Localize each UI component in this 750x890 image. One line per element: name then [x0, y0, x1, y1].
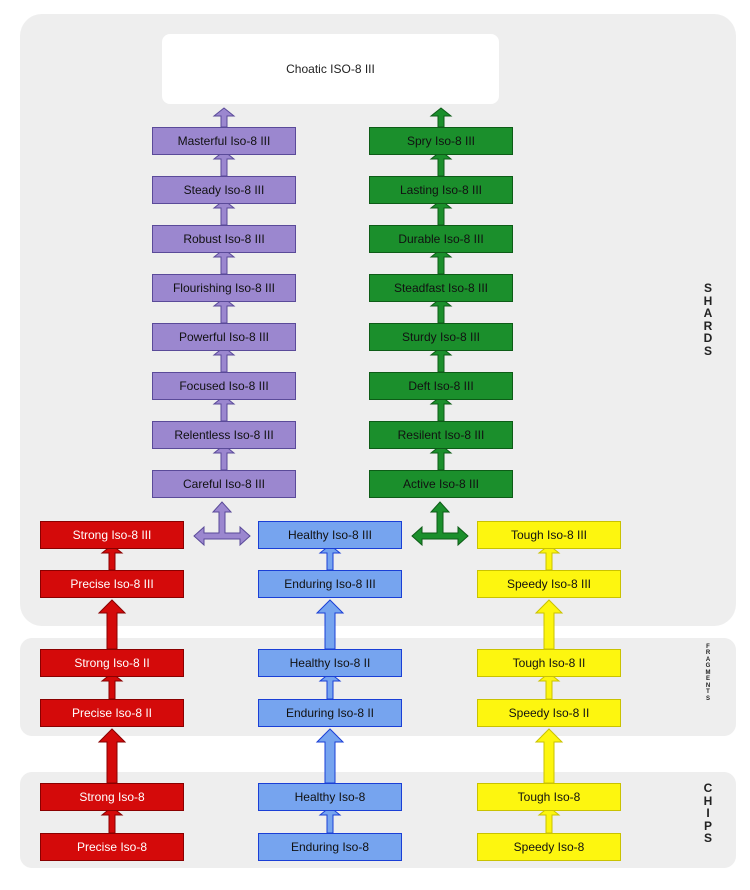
node-enduring-iso-8-iii: Enduring Iso-8 III — [258, 570, 402, 598]
node-sturdy-iso-8-iii: Sturdy Iso-8 III — [369, 323, 513, 351]
node-strong-iso-8-ii: Strong Iso-8 II — [40, 649, 184, 677]
node-steady-iso-8-iii: Steady Iso-8 III — [152, 176, 296, 204]
arrow-tier-blue-chips-to-fragments — [315, 728, 345, 784]
node-healthy-iso-8: Healthy Iso-8 — [258, 783, 402, 811]
arrow-tier-yellow-fragments-to-shards — [534, 599, 564, 650]
top-node-choatic: Choatic ISO-8 III — [162, 34, 499, 104]
node-active-iso-8-iii: Active Iso-8 III — [369, 470, 513, 498]
arrow-tier-blue-fragments-to-shards — [315, 599, 345, 650]
node-relentless-iso-8-iii: Relentless Iso-8 III — [152, 421, 296, 449]
arrow-tier-red-chips-to-fragments — [97, 728, 127, 784]
node-tough-iso-8: Tough Iso-8 — [477, 783, 621, 811]
node-healthy-iso-8-iii: Healthy Iso-8 III — [258, 521, 402, 549]
node-tough-iso-8-iii: Tough Iso-8 III — [477, 521, 621, 549]
node-focused-iso-8-iii: Focused Iso-8 III — [152, 372, 296, 400]
node-enduring-iso-8: Enduring Iso-8 — [258, 833, 402, 861]
node-healthy-iso-8-ii: Healthy Iso-8 II — [258, 649, 402, 677]
node-strong-iso-8-iii: Strong Iso-8 III — [40, 521, 184, 549]
node-speedy-iso-8: Speedy Iso-8 — [477, 833, 621, 861]
node-speedy-iso-8-iii: Speedy Iso-8 III — [477, 570, 621, 598]
node-enduring-iso-8-ii: Enduring Iso-8 II — [258, 699, 402, 727]
node-resilent-iso-8-iii: Resilent Iso-8 III — [369, 421, 513, 449]
node-precise-iso-8: Precise Iso-8 — [40, 833, 184, 861]
node-precise-iso-8-ii: Precise Iso-8 II — [40, 699, 184, 727]
node-speedy-iso-8-ii: Speedy Iso-8 II — [477, 699, 621, 727]
arrow-split-purple — [193, 501, 251, 547]
node-deft-iso-8-iii: Deft Iso-8 III — [369, 372, 513, 400]
node-spry-iso-8-iii: Spry Iso-8 III — [369, 127, 513, 155]
node-steadfast-iso-8-iii: Steadfast Iso-8 III — [369, 274, 513, 302]
arrow-up-purple-top — [212, 107, 236, 128]
arrow-tier-red-fragments-to-shards — [97, 599, 127, 650]
node-tough-iso-8-ii: Tough Iso-8 II — [477, 649, 621, 677]
node-masterful-iso-8-iii: Masterful Iso-8 III — [152, 127, 296, 155]
arrow-up-green-top — [429, 107, 453, 128]
node-powerful-iso-8-iii: Powerful Iso-8 III — [152, 323, 296, 351]
node-careful-iso-8-iii: Careful Iso-8 III — [152, 470, 296, 498]
arrow-split-green — [411, 501, 469, 547]
node-durable-iso-8-iii: Durable Iso-8 III — [369, 225, 513, 253]
node-lasting-iso-8-iii: Lasting Iso-8 III — [369, 176, 513, 204]
node-precise-iso-8-iii: Precise Iso-8 III — [40, 570, 184, 598]
node-robust-iso-8-iii: Robust Iso-8 III — [152, 225, 296, 253]
node-strong-iso-8: Strong Iso-8 — [40, 783, 184, 811]
arrow-tier-yellow-chips-to-fragments — [534, 728, 564, 784]
node-flourishing-iso-8-iii: Flourishing Iso-8 III — [152, 274, 296, 302]
